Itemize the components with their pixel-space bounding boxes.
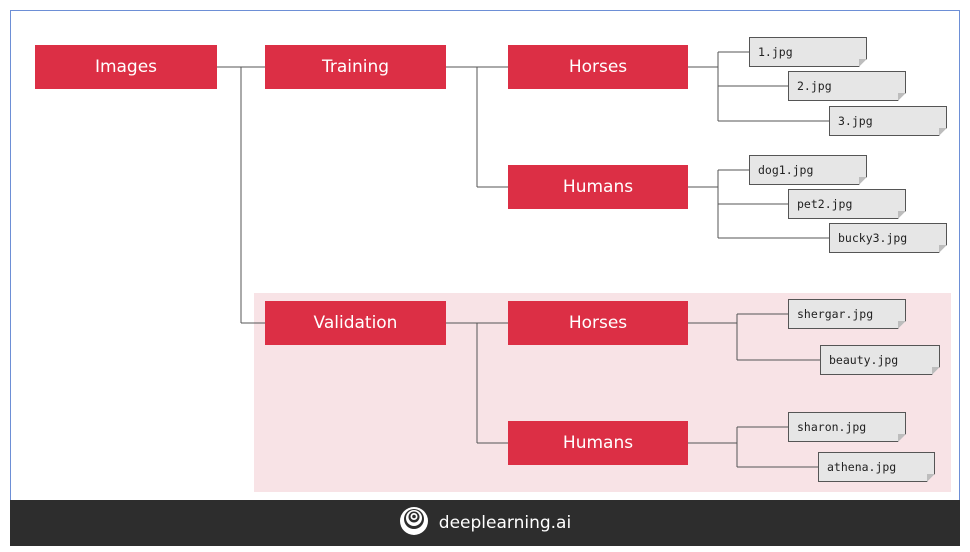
file-item: sharon.jpg	[788, 412, 906, 442]
brand-name: deeplearning.ai	[438, 513, 572, 533]
brand-logo: deeplearning.ai	[399, 506, 571, 541]
node-validation-humans: Humans	[508, 421, 688, 465]
node-validation-horses: Horses	[508, 301, 688, 345]
node-training-horses: Horses	[508, 45, 688, 89]
file-item: beauty.jpg	[820, 345, 940, 375]
file-item: 2.jpg	[788, 71, 906, 101]
file-item: pet2.jpg	[788, 189, 906, 219]
deeplearning-logo-icon	[399, 506, 429, 541]
file-item: athena.jpg	[818, 452, 935, 482]
footer-bar: deeplearning.ai	[10, 500, 960, 546]
file-item: bucky3.jpg	[829, 223, 947, 253]
file-item: shergar.jpg	[788, 299, 906, 329]
node-images: Images	[35, 45, 217, 89]
file-item: 3.jpg	[829, 106, 947, 136]
node-training-humans: Humans	[508, 165, 688, 209]
file-item: 1.jpg	[749, 37, 867, 67]
node-training: Training	[265, 45, 446, 89]
node-validation: Validation	[265, 301, 446, 345]
file-item: dog1.jpg	[749, 155, 867, 185]
